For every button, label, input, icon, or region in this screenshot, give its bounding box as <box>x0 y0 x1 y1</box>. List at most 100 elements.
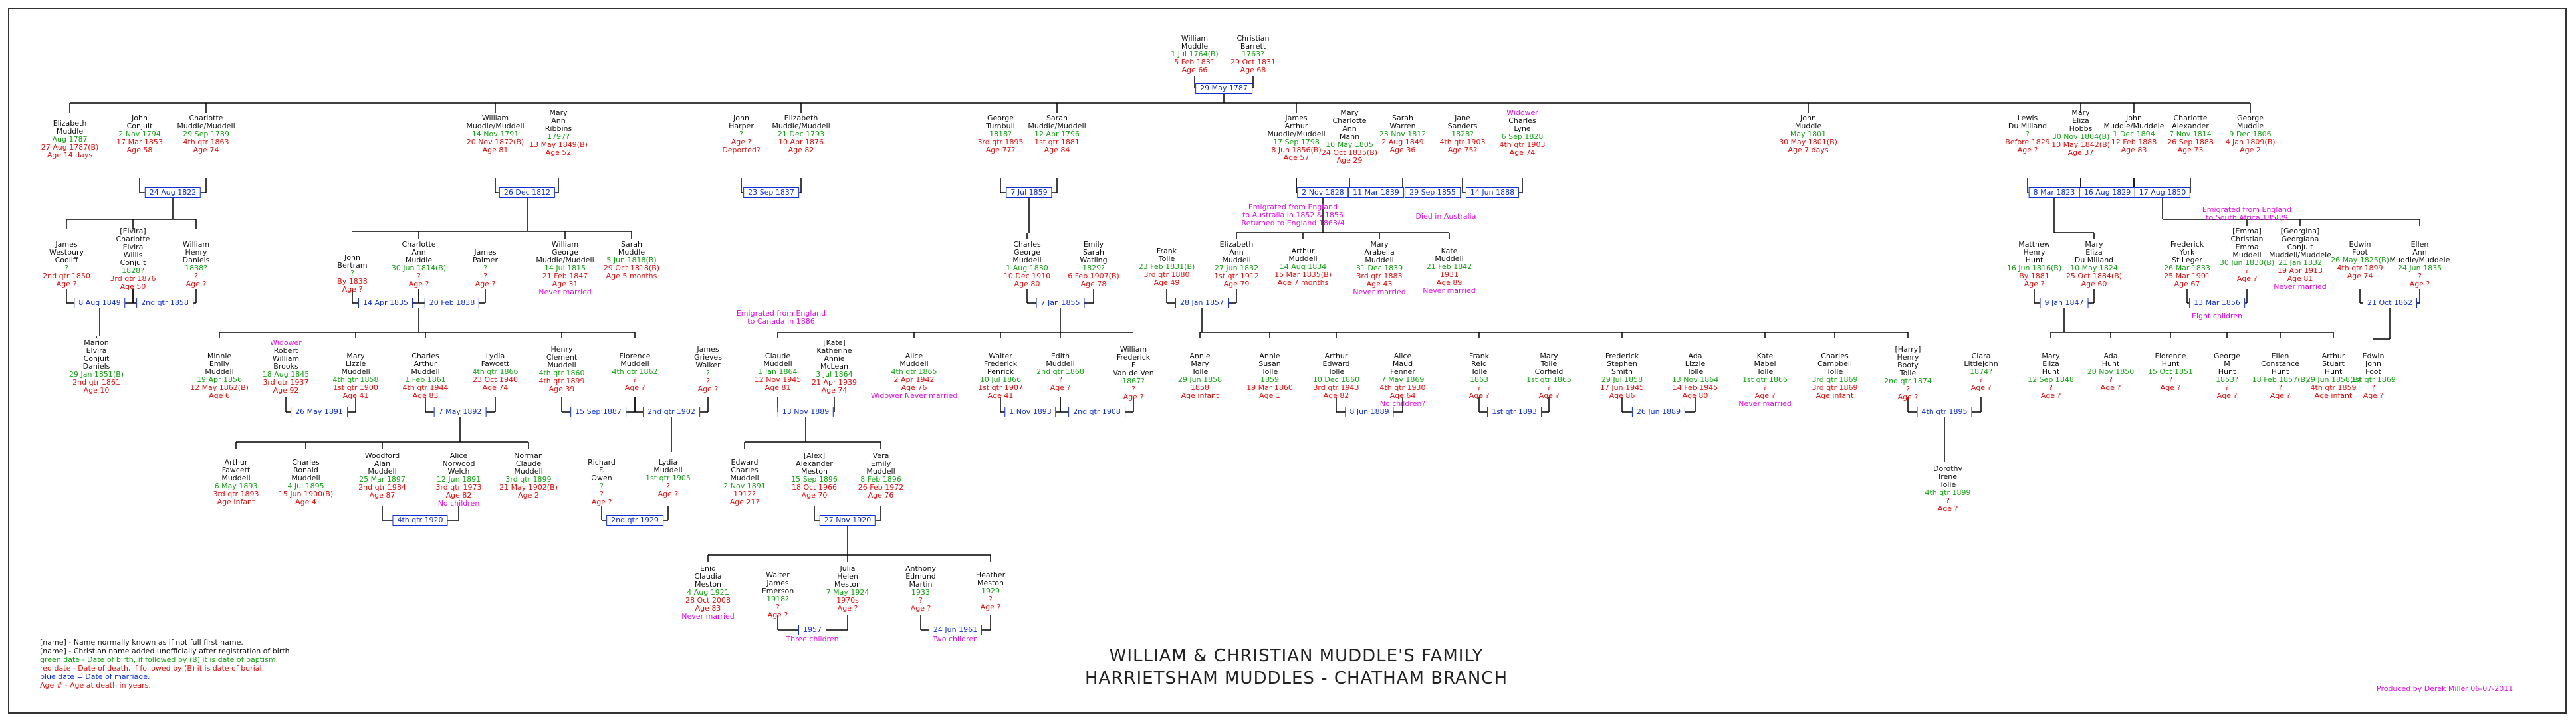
person-age: Age 58 <box>126 146 153 154</box>
person-name-line: Helen <box>837 572 858 581</box>
person-name-line: Muddell <box>1222 256 1251 264</box>
person-died: ? <box>919 596 923 605</box>
person-name-line: Charles <box>1821 352 1849 360</box>
marriage-date: 29 May 1787 <box>1195 83 1252 94</box>
person-name-line: Muddle <box>405 256 433 264</box>
person-died: 2nd qtr 1861 <box>72 378 120 387</box>
person-born: 6 Sep 1828 <box>1501 132 1544 141</box>
person-name-line: Annie <box>1259 352 1280 360</box>
person-age: Age 70 <box>801 491 828 500</box>
person-born: 1st qtr 1905 <box>645 474 691 482</box>
diagram-title: WILLIAM & CHRISTIAN MUDDLE'S FAMILY HARR… <box>1077 645 1516 690</box>
person-age: Age 82 <box>445 491 472 500</box>
person-name-line: Daniels <box>82 362 110 371</box>
person-age: Age 52 <box>545 148 572 157</box>
person-name-line: Charles <box>731 466 759 474</box>
person-name-line: Stephen <box>1607 360 1637 368</box>
person-died: 17 Jun 1945 <box>1599 383 1645 392</box>
person-born: 12 Jun 1891 <box>436 475 481 484</box>
person-born: 30 Jun 1814(B) <box>391 264 447 272</box>
marriage-date: 24 Aug 1822 <box>144 187 201 198</box>
person-born: 7 May 1869 <box>1381 375 1425 384</box>
person-name-line: Emily <box>209 360 230 368</box>
person-age: Age 83 <box>2121 146 2147 154</box>
person-died: 3rd qtr 1869 <box>1812 383 1858 392</box>
person-age: Age 29 <box>1336 156 1363 165</box>
person-died: 28 Oct 2008 <box>685 596 731 605</box>
person-name-line: Arabella <box>1364 248 1395 257</box>
person-name-line: James <box>55 240 78 249</box>
person-died: ? <box>776 603 780 611</box>
person-age: Age 76 <box>901 383 927 392</box>
person-age: Age 7 months <box>1277 278 1329 287</box>
legend-item: [name] - Name normally known as if not f… <box>40 638 243 647</box>
note-line: Three children <box>786 635 839 643</box>
person-age: Age ? <box>2160 383 2181 392</box>
person-name-line: Kate <box>1756 352 1774 360</box>
marriage-date: 1st qtr 1893 <box>1487 407 1542 417</box>
person-died: ? <box>1946 496 1950 505</box>
person-name-line: Ann <box>2412 248 2427 257</box>
person-name-line: Hunt <box>2271 367 2289 376</box>
person-died: 5 Feb 1831 <box>1174 58 1215 66</box>
person-age: Age infant <box>217 498 255 506</box>
person-died: 6 Feb 1907(B) <box>1068 272 1119 280</box>
person-died: 1st qtr 1881 <box>1034 138 1080 146</box>
person-born: 4th qtr 1899 <box>1925 488 1971 497</box>
person-died: 1st qtr 1912 <box>1214 272 1259 280</box>
person-note: Never married <box>1738 399 1792 408</box>
person-name-line: Muddle <box>2236 122 2264 130</box>
marriage-date: 2 Nov 1828 <box>1297 187 1349 198</box>
person-age: Age 31 <box>552 280 578 288</box>
person-name-line: Hunt <box>2025 256 2044 264</box>
person-age: Age 2 <box>518 491 539 500</box>
person-age: Age ? <box>2409 280 2430 288</box>
person-name-line: Charlotte <box>1332 116 1367 125</box>
person-name-line: Edwin <box>2349 240 2371 249</box>
person-died: 12 Nov 1945 <box>754 375 802 384</box>
person-name-line: Constance <box>2261 360 2299 368</box>
person-name-line: Warren <box>1389 122 1416 130</box>
person-name-line: Penrick <box>987 367 1014 376</box>
person-name-line: Welch <box>447 467 470 476</box>
person-name-line: Foot <box>2352 248 2368 257</box>
person-born: 12 Sep 1848 <box>2028 375 2074 384</box>
person-name-line: Muddle/Muddell <box>1028 122 1086 130</box>
person-age: Age 92 <box>273 386 299 395</box>
person-name-line: Cooliff <box>55 256 78 264</box>
person-born: 2nd qtr 1868 <box>1036 367 1084 376</box>
person-name-line: Frederick <box>1116 353 1151 362</box>
person-born: 1st qtr 1865 <box>1526 375 1572 384</box>
person-age: Age ? <box>1050 383 1071 392</box>
person-born: 29 Sep 1789 <box>183 130 229 138</box>
person-born: 1933 <box>911 588 930 597</box>
person-name-line: Sanders <box>1447 122 1478 130</box>
person-name-line: Muddell <box>763 360 792 368</box>
person-name-line: Muddle/Muddell <box>1267 130 1326 138</box>
person-age: Age ? <box>408 280 429 288</box>
person-name-line: William <box>272 354 300 363</box>
person-age: Age ? <box>624 383 645 392</box>
person-born: 6 May 1893 <box>214 482 258 490</box>
person-name-line: Norman <box>514 451 543 460</box>
person-name-line: McLean <box>820 362 848 371</box>
person-name-line: Muddle/Muddell <box>772 122 830 130</box>
person-died: 21 Apr 1939 <box>811 378 858 387</box>
